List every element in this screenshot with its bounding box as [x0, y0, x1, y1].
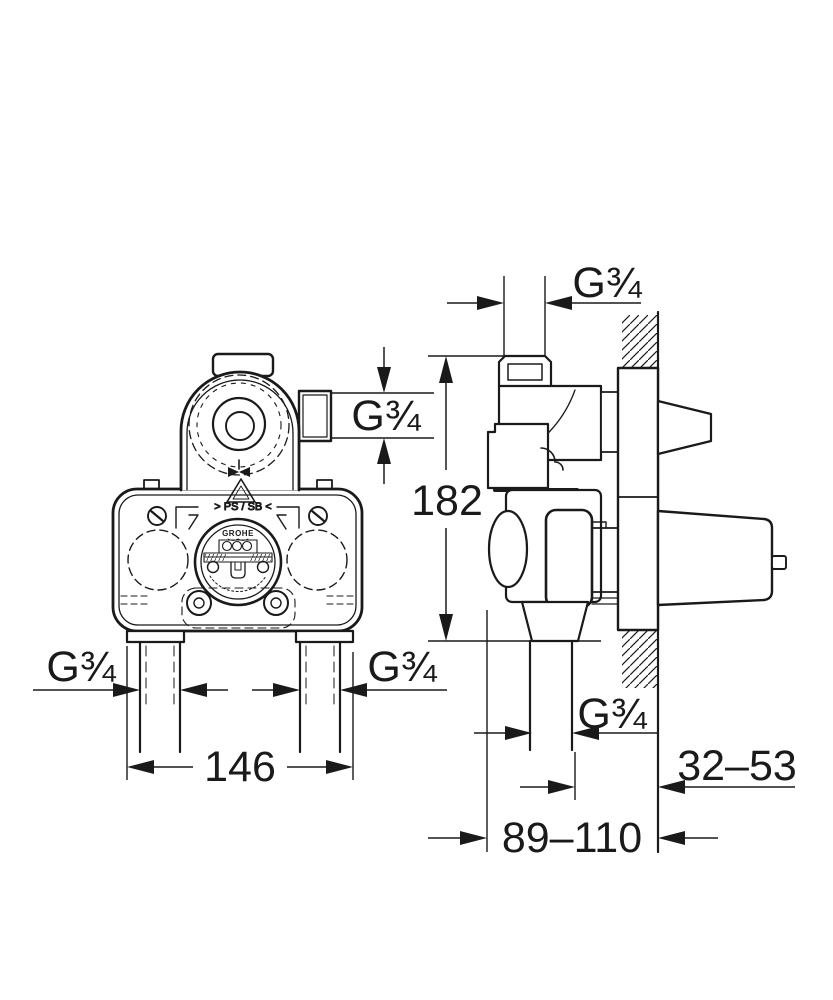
dim-front-left-thread-label: G¾: [46, 643, 116, 691]
inlet-nut: [497, 354, 553, 388]
outlet-neck: [520, 600, 590, 643]
wall-hatch-bottom: [622, 631, 658, 688]
diverter-stem: [656, 399, 713, 456]
dimensions: G¾ G¾ G¾ 146: [33, 259, 797, 862]
mounting-flange: [616, 366, 660, 632]
dim-side-outlet-label: G¾: [577, 690, 647, 738]
dim-mounting-depth: 89–110: [428, 610, 718, 862]
dim-height-label: 182: [411, 477, 483, 525]
dim-front-right-thread-label: G¾: [367, 643, 437, 691]
right-supply-pipe: [298, 640, 342, 754]
center-cartridge: GROHE: [193, 517, 283, 607]
right-screw: [276, 506, 328, 530]
brand-label: GROHE: [222, 529, 254, 538]
body-hump: [487, 509, 529, 589]
recycling-icon: [226, 478, 256, 503]
outlet-pipe: [528, 639, 574, 752]
left-screw: [147, 506, 199, 530]
dim-wall-depth: 32–53: [520, 742, 797, 800]
dome: [179, 370, 301, 492]
spindle-outer: [211, 396, 267, 452]
butterfly-icon: [228, 459, 250, 477]
dim-front-supply-threads: G¾ G¾: [33, 643, 447, 697]
dim-front-port: G¾: [331, 347, 434, 484]
cartridge-block: [544, 508, 594, 609]
dim-front-port-label: G¾: [351, 392, 421, 440]
dim-wall-depth-label: 32–53: [677, 742, 797, 790]
dim-width-label: 146: [204, 743, 276, 791]
side-port: [297, 389, 333, 443]
diverter-block: [486, 422, 550, 490]
dim-width-146: 146: [126, 646, 354, 791]
dim-mounting-depth-label: 89–110: [502, 814, 642, 862]
dim-side-outlet: G¾: [474, 690, 658, 740]
wall-hatch-top: [622, 315, 658, 368]
cartridge-housing: [656, 509, 787, 607]
spindle-inner: [225, 411, 255, 441]
dim-height-182: 182: [411, 355, 601, 642]
front-view: > PS / SB < GROHE: [111, 352, 364, 754]
dim-side-inlet: G¾: [447, 259, 643, 356]
bolt-bosses: [186, 590, 289, 616]
material-marking-label: > PS / SB <: [214, 501, 271, 513]
dim-side-inlet-label: G¾: [572, 259, 642, 307]
left-supply-pipe: [138, 640, 182, 754]
